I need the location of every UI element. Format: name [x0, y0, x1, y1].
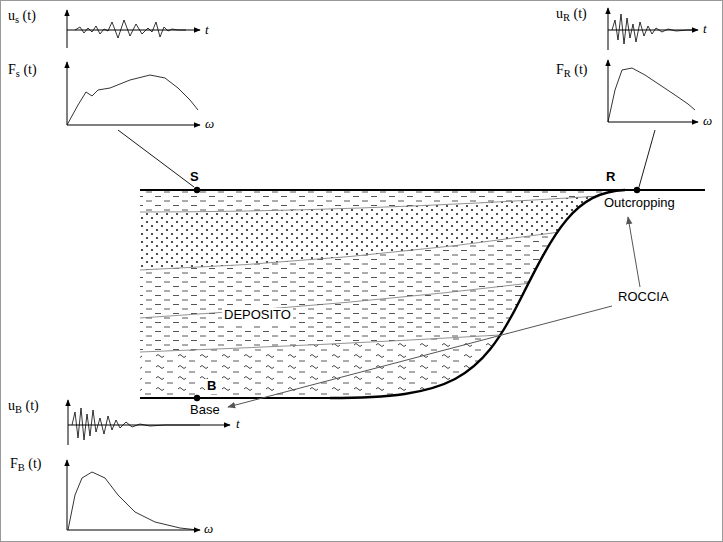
region-label: Base	[190, 403, 220, 418]
signal-name: us (t)	[8, 8, 36, 24]
point-label: B	[205, 379, 218, 394]
axis-label: ω	[204, 522, 213, 537]
point-label: R	[606, 170, 615, 185]
point-label: S	[190, 170, 199, 185]
region-label: ROCCIA	[618, 290, 669, 305]
axis-label: t	[205, 23, 209, 38]
axis-label: t	[236, 417, 240, 432]
signal-name: uR (t)	[556, 6, 587, 22]
axis-label: ω	[703, 114, 712, 129]
axis-label: t	[703, 22, 707, 37]
spectrum-name: FB (t)	[10, 456, 42, 472]
spectrum-name: FR (t)	[556, 62, 588, 78]
axis-label: ω	[205, 117, 214, 132]
spectrum-name: Fs (t)	[8, 62, 37, 78]
region-label: DEPOSITO	[222, 308, 293, 323]
region-label: Outcropping	[604, 196, 675, 211]
signal-name: uB (t)	[8, 398, 39, 414]
